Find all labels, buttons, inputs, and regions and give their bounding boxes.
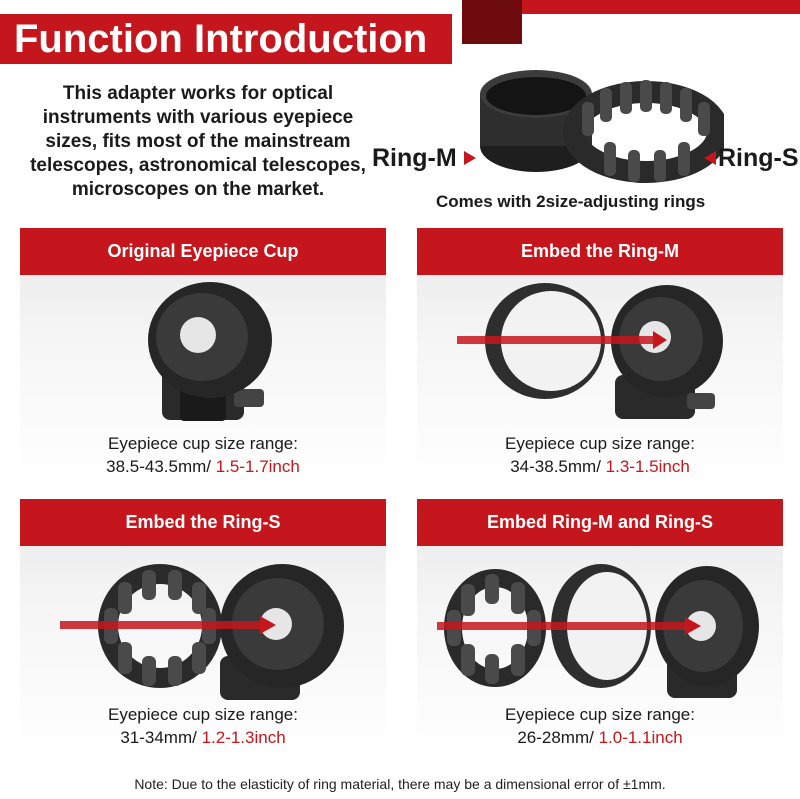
size-adjusting-rings-image	[480, 70, 724, 183]
size-range-mm: 31-34mm/	[120, 728, 202, 747]
size-range-values: 34-38.5mm/ 1.3-1.5inch	[417, 455, 783, 478]
panel-title: Embed the Ring-S	[20, 499, 386, 546]
size-range-values: 31-34mm/ 1.2-1.3inch	[20, 726, 386, 749]
rings-caption: Comes with 2size-adjusting rings	[436, 192, 706, 211]
size-range: Eyepiece cup size range: 31-34mm/ 1.2-1.…	[20, 703, 386, 749]
ring-m-embed-image	[457, 283, 723, 419]
panel-original-eyepiece-cup: Original Eyepiece Cup Eyepiece cup size …	[20, 228, 386, 486]
size-range-inch: 1.5-1.7inch	[215, 457, 300, 476]
size-range: Eyepiece cup size range: 34-38.5mm/ 1.3-…	[417, 432, 783, 478]
panel-title: Embed Ring-M and Ring-S	[417, 499, 783, 546]
page-title: Function Introduction	[14, 17, 428, 61]
size-range-mm: 38.5-43.5mm/	[106, 457, 216, 476]
panel-title: Embed the Ring-M	[417, 228, 783, 275]
ring-m-arrow-icon	[464, 151, 476, 165]
size-range-mm: 34-38.5mm/	[510, 457, 606, 476]
size-range: Eyepiece cup size range: 38.5-43.5mm/ 1.…	[20, 432, 386, 478]
size-range-label: Eyepiece cup size range:	[505, 705, 695, 724]
panel-embed-ring-m-and-ring-s: Embed Ring-M and Ring-S Eyepiece cup siz…	[417, 499, 783, 757]
size-range-label: Eyepiece cup size range:	[108, 434, 298, 453]
size-range-label: Eyepiece cup size range:	[505, 434, 695, 453]
size-range: Eyepiece cup size range: 26-28mm/ 1.0-1.…	[417, 703, 783, 749]
size-range-inch: 1.2-1.3inch	[201, 728, 286, 747]
header-banner	[0, 14, 452, 64]
size-range-values: 26-28mm/ 1.0-1.1inch	[417, 726, 783, 749]
ring-s-label: Ring-S	[718, 144, 799, 172]
ring-m-label: Ring-M	[372, 144, 457, 172]
size-range-mm: 26-28mm/	[517, 728, 599, 747]
intro-paragraph: This adapter works for optical instrumen…	[30, 83, 366, 200]
size-range-label: Eyepiece cup size range:	[108, 705, 298, 724]
panel-embed-ring-m: Embed the Ring-M Eyepiece cup size range…	[417, 228, 783, 486]
size-range-inch: 1.0-1.1inch	[598, 728, 683, 747]
ring-m-and-ring-s-embed-image	[437, 564, 759, 698]
panel-title: Original Eyepiece Cup	[20, 228, 386, 275]
corner-decoration	[462, 0, 800, 44]
footnote: Note: Due to the elasticity of ring mate…	[134, 776, 666, 792]
eyepiece-cup-image	[148, 282, 272, 421]
size-range-values: 38.5-43.5mm/ 1.5-1.7inch	[20, 455, 386, 478]
size-range-inch: 1.3-1.5inch	[605, 457, 690, 476]
panel-embed-ring-s: Embed the Ring-S Eyepiece cup size range…	[20, 499, 386, 757]
ring-s-embed-image	[60, 564, 344, 700]
ring-s-arrow-icon	[704, 151, 716, 165]
